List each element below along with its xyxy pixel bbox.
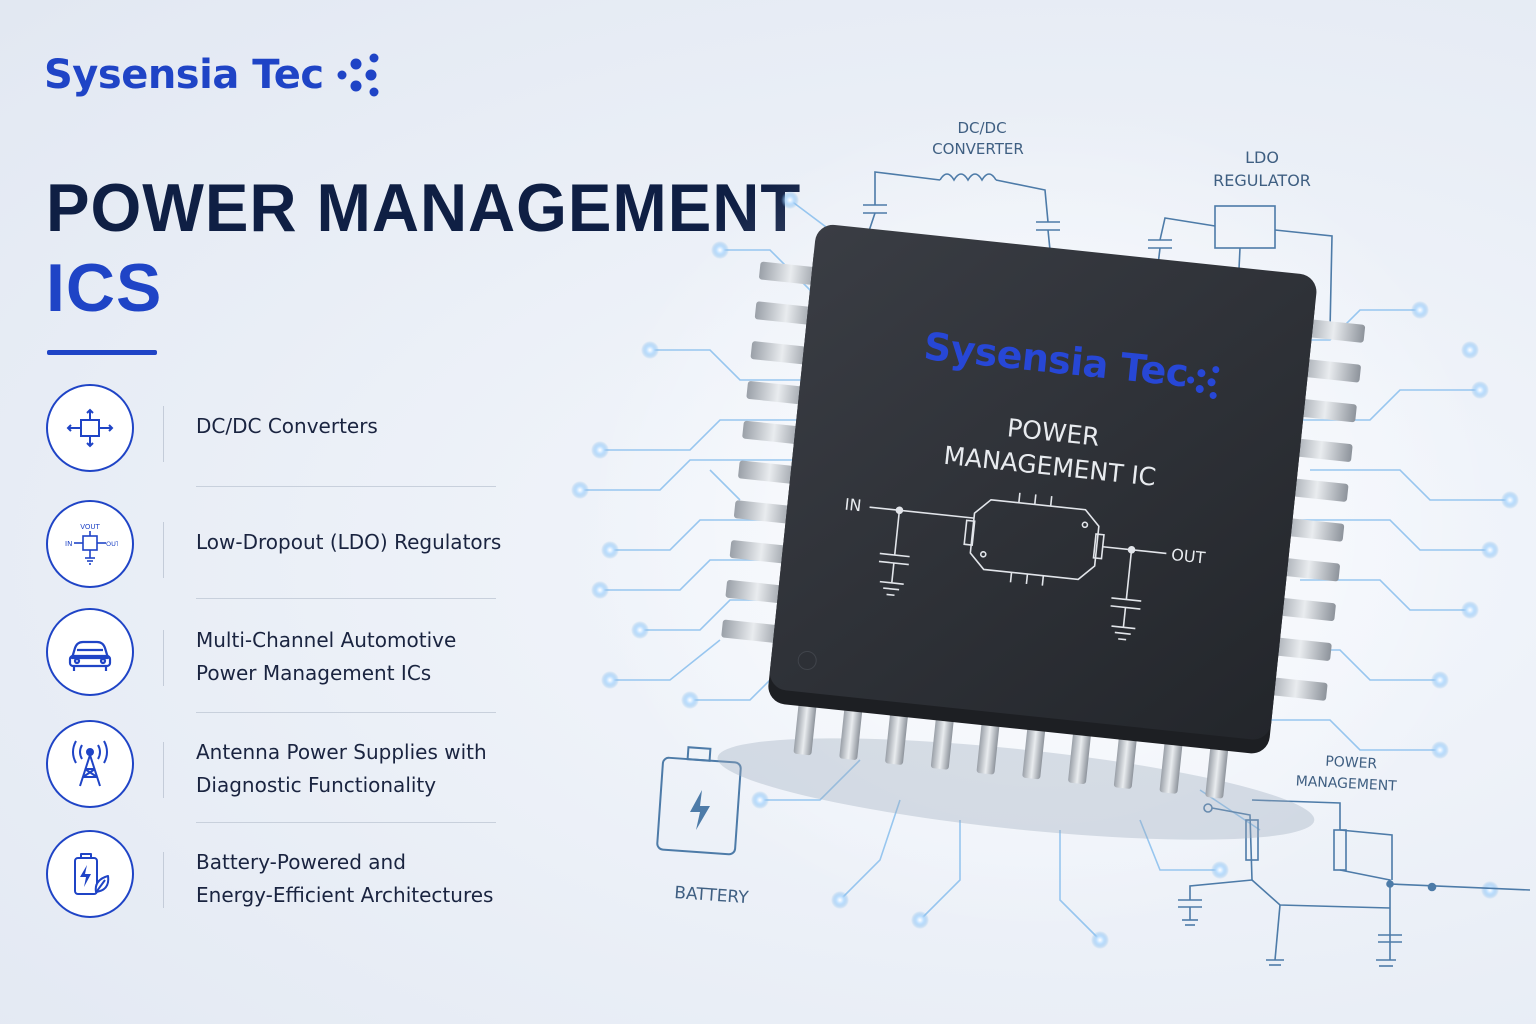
page-title-line-1: POWER MANAGEMENT	[46, 170, 802, 246]
svg-text:DC/DC: DC/DC	[957, 119, 1006, 137]
feature-item-dcdc: DC/DC Converters	[46, 384, 506, 484]
separator	[163, 630, 164, 686]
page-title-line-2: ICS	[46, 250, 163, 326]
svg-text:LDO: LDO	[1245, 148, 1279, 167]
svg-text:BATTERY: BATTERY	[674, 883, 750, 908]
separator	[163, 852, 164, 908]
ldo-regulator-diagram: LDO REGULATOR	[1148, 148, 1333, 331]
svg-text:MANAGEMENT: MANAGEMENT	[1295, 773, 1397, 794]
circuit-illustration: DC/DC CONVERTER LDO REGULATOR BATTERY PO…	[571, 100, 1531, 967]
separator	[163, 406, 164, 462]
svg-text:IN: IN	[844, 495, 863, 516]
svg-text:OUT: OUT	[1170, 545, 1206, 567]
feature-item-battery: Battery-Powered and Energy-Efficient Arc…	[46, 830, 506, 930]
battery-leaf-icon	[46, 830, 134, 918]
feature-label: Multi-Channel Automotive Power Managemen…	[196, 628, 457, 685]
feature-label: DC/DC Converters	[196, 414, 378, 438]
feature-label: Low-Dropout (LDO) Regulators	[196, 530, 502, 554]
ldo-regulator-icon: VOUT IN OUT	[46, 500, 134, 588]
svg-text:CONVERTER: CONVERTER	[932, 140, 1024, 158]
divider	[196, 598, 496, 599]
svg-text:IN: IN	[65, 540, 72, 548]
feature-item-automotive: Multi-Channel Automotive Power Managemen…	[46, 608, 506, 708]
feature-label: Antenna Power Supplies with Diagnostic F…	[196, 740, 487, 797]
feature-label: Battery-Powered and Energy-Efficient Arc…	[196, 850, 494, 907]
page-title: POWER MANAGEMENT ICS	[46, 168, 833, 328]
svg-text:REGULATOR: REGULATOR	[1213, 171, 1311, 190]
separator	[163, 522, 164, 578]
chip-pins-right	[1264, 318, 1366, 701]
divider	[196, 822, 496, 823]
chip-schematic: IN OUT	[844, 492, 1206, 641]
chip-pins-left	[721, 261, 823, 644]
chip: Sysensia Tec POWER MANAGEMENT IC IN	[717, 224, 1366, 840]
brand-name: Sysensia Tec	[44, 52, 324, 98]
car-icon	[46, 608, 134, 696]
title-underline	[47, 350, 157, 355]
power-management-diagram: POWER MANAGEMENT	[1178, 754, 1531, 967]
dc-dc-converter-icon	[46, 384, 134, 472]
svg-text:POWER: POWER	[1325, 754, 1378, 773]
divider	[196, 712, 496, 713]
feature-item-ldo: VOUT IN OUT Low-Dropout (LDO) Regulators	[46, 500, 506, 600]
brand-dots-icon	[337, 53, 379, 97]
trace-nodes	[571, 191, 1519, 949]
svg-text:VOUT: VOUT	[80, 523, 100, 531]
brand-logo: Sysensia Tec	[44, 52, 382, 98]
chip-brand-dots-icon	[1187, 366, 1220, 399]
feature-item-antenna: Antenna Power Supplies with Diagnostic F…	[46, 720, 506, 820]
antenna-tower-icon	[46, 720, 134, 808]
separator	[163, 742, 164, 798]
divider	[196, 486, 496, 487]
svg-text:OUT: OUT	[106, 540, 118, 548]
